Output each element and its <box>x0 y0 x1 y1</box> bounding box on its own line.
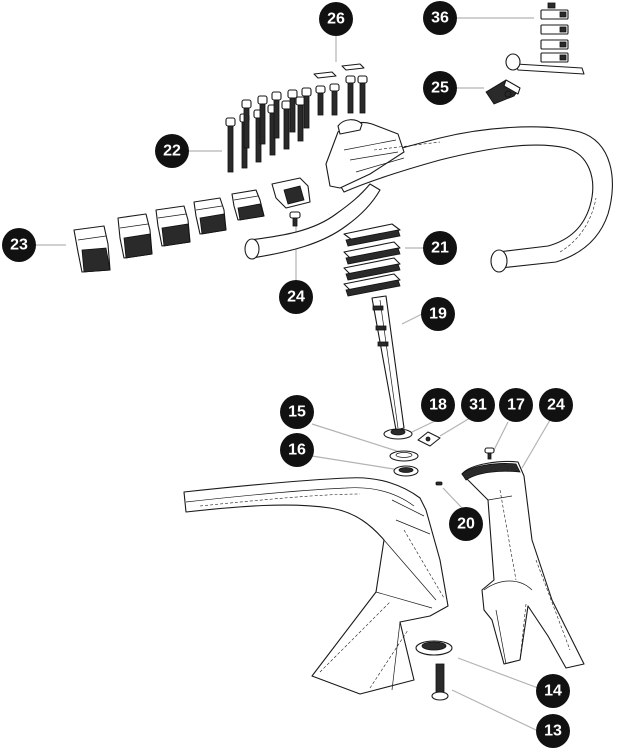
part-26-plates <box>314 64 364 78</box>
callout-36: 36 <box>423 1 457 35</box>
frame-front <box>184 478 448 694</box>
svg-text:24: 24 <box>287 289 305 306</box>
part-31-washer <box>418 432 440 446</box>
callout-24-lower: 24 <box>539 388 573 422</box>
svg-text:16: 16 <box>288 442 306 459</box>
part-23-armrest-clamps <box>74 178 310 272</box>
part-18-bearing <box>384 429 412 439</box>
callout-31: 31 <box>461 388 495 422</box>
part-17-screw <box>485 448 494 459</box>
part-16-ring <box>394 466 418 476</box>
part-15-ring <box>390 451 418 461</box>
callout-19: 19 <box>421 297 455 331</box>
part-13-bottom-bolt <box>432 664 448 700</box>
callout-23: 23 <box>2 228 36 262</box>
svg-text:21: 21 <box>431 240 449 257</box>
fork <box>462 462 584 669</box>
callout-14: 14 <box>536 674 570 708</box>
svg-text:36: 36 <box>431 10 449 27</box>
callout-24-upper: 24 <box>279 280 313 314</box>
svg-text:19: 19 <box>429 306 447 323</box>
callout-26: 26 <box>319 2 353 36</box>
svg-text:24: 24 <box>547 397 565 414</box>
svg-text:31: 31 <box>469 397 487 414</box>
callout-18: 18 <box>421 388 455 422</box>
svg-text:13: 13 <box>544 723 562 740</box>
svg-text:23: 23 <box>10 237 28 254</box>
part-25-clamp-wedge <box>486 80 520 104</box>
svg-text:26: 26 <box>327 11 345 28</box>
part-20-pin <box>436 482 442 485</box>
svg-text:20: 20 <box>457 516 475 533</box>
callout-25: 25 <box>423 71 457 105</box>
callout-21: 21 <box>423 231 457 265</box>
part-24-screw-upper <box>290 212 300 226</box>
callout-20: 20 <box>449 507 483 541</box>
callout-15: 15 <box>280 395 314 429</box>
svg-text:15: 15 <box>288 404 306 421</box>
svg-text:14: 14 <box>544 683 562 700</box>
callout-13: 13 <box>536 714 570 748</box>
callout-17: 17 <box>499 388 533 422</box>
part-21-spacer-stack <box>344 224 400 296</box>
callout-22: 22 <box>155 134 189 168</box>
part-14-bottom-cup <box>416 641 452 655</box>
svg-text:17: 17 <box>507 397 525 414</box>
part-36-shim-stack <box>506 3 584 74</box>
svg-text:25: 25 <box>431 80 449 97</box>
svg-text:18: 18 <box>429 397 447 414</box>
svg-text:22: 22 <box>163 143 181 160</box>
callout-16: 16 <box>280 433 314 467</box>
part-19-steerer <box>372 296 404 430</box>
